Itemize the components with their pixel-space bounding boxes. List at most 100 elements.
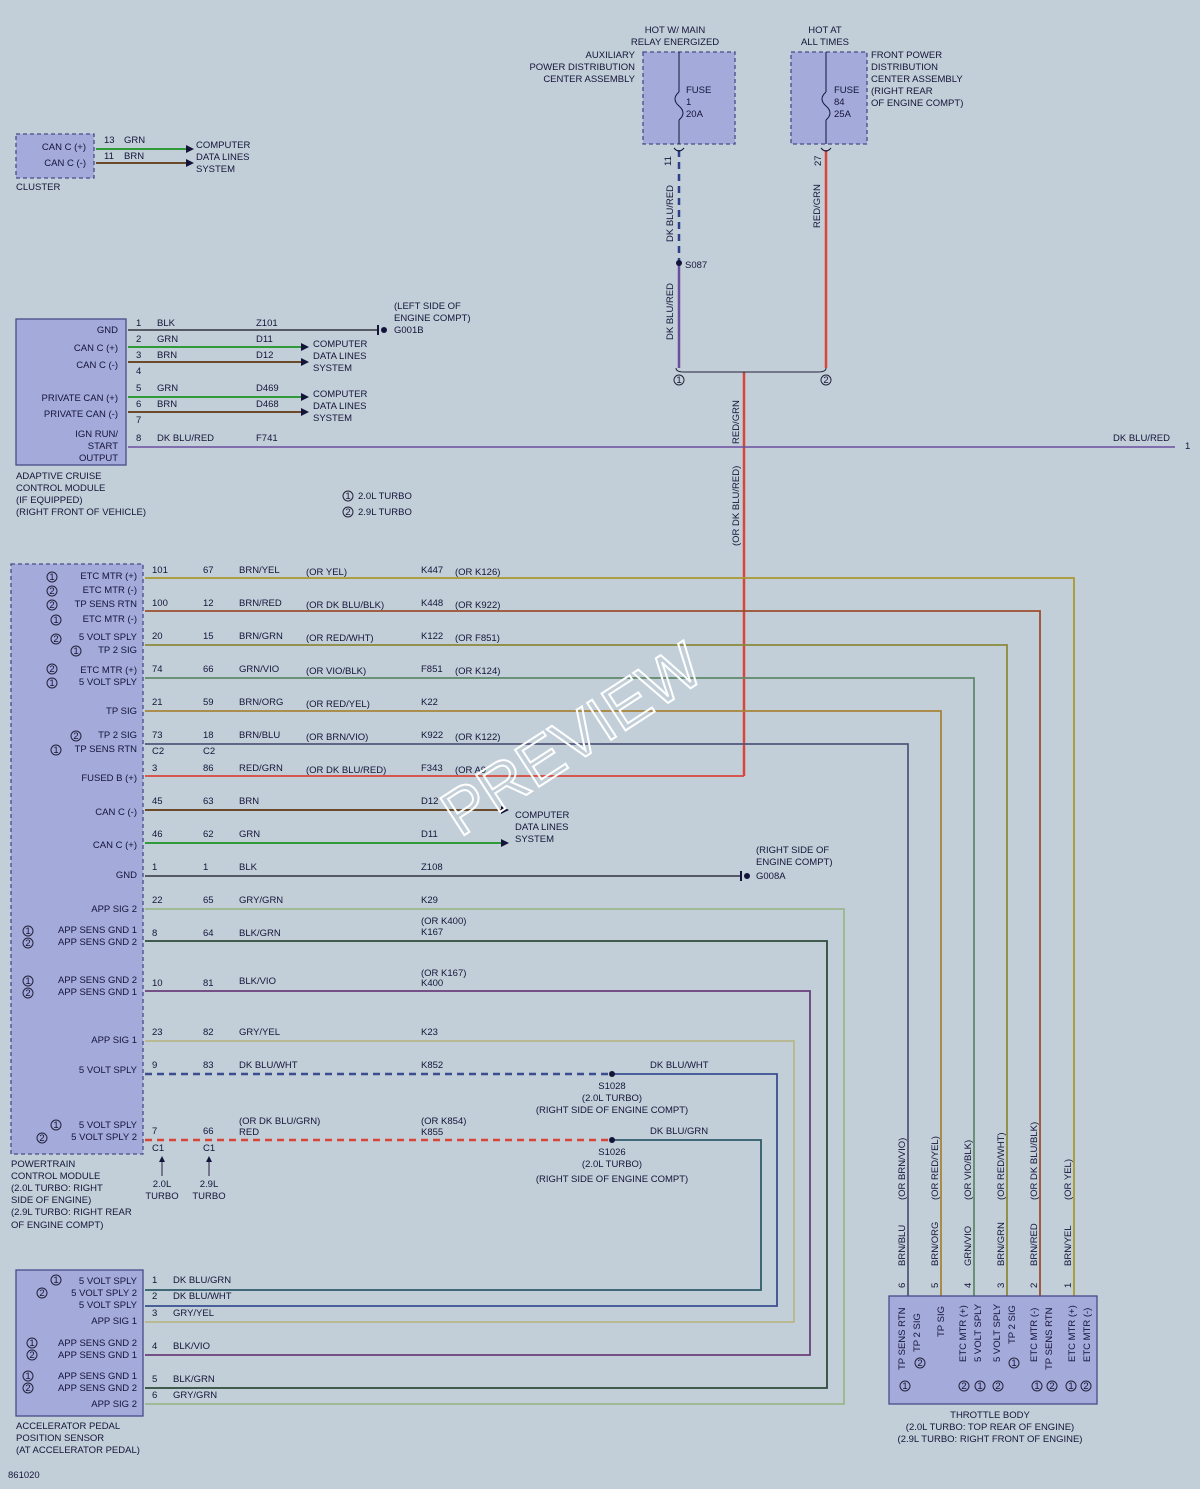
svg-text:66: 66 bbox=[203, 664, 214, 675]
splice-s1028-label: S1028 bbox=[598, 1081, 625, 1092]
fuse1-label-c: 20A bbox=[686, 109, 704, 120]
pcm-row-14: 23 82 GRY/YEL K23 bbox=[152, 1027, 438, 1038]
tb-pin-5v-sply: 5 VOLT SPLY bbox=[973, 1303, 984, 1362]
connector-cav27-icon bbox=[820, 147, 832, 152]
svg-text:(OR F851): (OR F851) bbox=[455, 633, 500, 644]
wire-pcm-tb-brnblu bbox=[145, 743, 909, 1296]
pcm-row-1: 101 67 BRN/YEL (OR YEL) K447 (OR K126) bbox=[152, 565, 500, 578]
wire-label-dkblured-lower: DK BLU/RED bbox=[665, 283, 676, 340]
svg-text:82: 82 bbox=[203, 1027, 214, 1038]
pcm-row-3: 20 15 BRN/GRN (OR RED/WHT) K122 (OR F851… bbox=[152, 631, 500, 644]
connector-c1-label-2: C1 bbox=[203, 1143, 215, 1154]
pcm-pin-tp-sens-rtn: TP SENS RTN bbox=[75, 599, 138, 610]
svg-text:2: 2 bbox=[25, 988, 30, 999]
svg-text:BRN/RED: BRN/RED bbox=[239, 598, 282, 609]
svg-text:2: 2 bbox=[49, 586, 54, 597]
legend-label-2: 2.9L TURBO bbox=[358, 507, 412, 518]
svg-text:(OR BRN/VIO): (OR BRN/VIO) bbox=[897, 1138, 908, 1200]
svg-text:4: 4 bbox=[152, 1341, 157, 1352]
svg-text:6: 6 bbox=[152, 1390, 157, 1401]
pcm-pin-etc-mtr-pos: ETC MTR (+) bbox=[80, 571, 137, 582]
svg-text:(OR YEL): (OR YEL) bbox=[306, 567, 347, 578]
svg-text:1: 1 bbox=[152, 862, 157, 873]
pcm-pin-tp2-sig: TP 2 SIG bbox=[98, 645, 137, 656]
connector-cav11-icon bbox=[673, 147, 685, 152]
svg-text:DK BLU/GRN: DK BLU/GRN bbox=[173, 1275, 231, 1286]
aux-pdc-label-2: POWER DISTRIBUTION bbox=[529, 62, 635, 73]
svg-text:2: 2 bbox=[1083, 1381, 1088, 1392]
svg-text:2: 2 bbox=[345, 507, 350, 518]
svg-text:GRY/YEL: GRY/YEL bbox=[239, 1027, 280, 1038]
svg-text:9: 9 bbox=[152, 1060, 157, 1071]
hot-main-label-2: RELAY ENERGIZED bbox=[631, 37, 719, 48]
svg-text:(OR YEL): (OR YEL) bbox=[1063, 1159, 1074, 1200]
svg-text:(OR DK BLU/RED): (OR DK BLU/RED) bbox=[306, 765, 386, 776]
acc-circuit-d468: D468 bbox=[256, 399, 279, 410]
cluster-wire-grn: GRN bbox=[124, 135, 145, 146]
svg-text:(OR RED/WHT): (OR RED/WHT) bbox=[996, 1132, 1007, 1200]
svg-text:2: 2 bbox=[49, 664, 54, 675]
pcm-row-6: 73 18 BRN/BLU (OR BRN/VIO) K922 (OR K122… bbox=[152, 730, 500, 743]
svg-text:46: 46 bbox=[152, 829, 163, 840]
app-label-1: ACCELERATOR PEDAL bbox=[16, 1421, 120, 1432]
svg-text:2: 2 bbox=[73, 731, 78, 742]
app-pin-app-sig-2: APP SIG 2 bbox=[91, 1399, 137, 1410]
acc-pin-gnd: GND bbox=[97, 325, 118, 336]
svg-text:5: 5 bbox=[152, 1374, 157, 1385]
svg-text:GRY/GRN: GRY/GRN bbox=[239, 895, 283, 906]
svg-text:18: 18 bbox=[203, 730, 214, 741]
pcm-row-8: 45 63 BRN D12 bbox=[152, 796, 438, 807]
svg-text:83: 83 bbox=[203, 1060, 214, 1071]
tb-label-2: (2.0L TURBO: TOP REAR OF ENGINE) bbox=[906, 1422, 1074, 1433]
svg-text:65: 65 bbox=[203, 895, 214, 906]
svg-text:GRY/YEL: GRY/YEL bbox=[173, 1308, 214, 1319]
svg-text:2: 2 bbox=[29, 1350, 34, 1361]
svg-text:2: 2 bbox=[39, 1133, 44, 1144]
pcm-pin-5v-sply: 5 VOLT SPLY bbox=[79, 632, 138, 643]
svg-text:BRN/GRN: BRN/GRN bbox=[239, 631, 283, 642]
svg-text:12: 12 bbox=[203, 598, 214, 609]
fuse1-label-a: FUSE bbox=[686, 85, 711, 96]
svg-text:73: 73 bbox=[152, 730, 163, 741]
svg-text:DK BLU/WHT: DK BLU/WHT bbox=[239, 1060, 298, 1071]
tb-pin-etc-mtr-neg-2: ETC MTR (-) bbox=[1082, 1308, 1093, 1362]
g001b-location-2: ENGINE COMPT) bbox=[394, 313, 471, 324]
fuse84-label-c: 25A bbox=[834, 109, 852, 120]
app-label-3: (AT ACCELERATOR PEDAL) bbox=[16, 1445, 140, 1456]
legend-label-1: 2.0L TURBO bbox=[358, 491, 412, 502]
svg-text:K22: K22 bbox=[421, 697, 438, 708]
svg-text:K922: K922 bbox=[421, 730, 443, 741]
svg-text:1: 1 bbox=[25, 976, 30, 987]
tb-label-3: (2.9L TURBO: RIGHT FRONT OF ENGINE) bbox=[898, 1434, 1083, 1445]
wire-pcm-app-grygrn bbox=[145, 908, 845, 1405]
pcm-pin-app-sens-gnd-2: APP SENS GND 2 bbox=[58, 937, 137, 948]
svg-text:7: 7 bbox=[152, 1126, 157, 1137]
front-pdc-box bbox=[790, 51, 868, 145]
svg-text:2: 2 bbox=[823, 375, 828, 386]
acc-circuit-z101: Z101 bbox=[256, 318, 278, 329]
svg-text:(OR K126): (OR K126) bbox=[455, 567, 500, 578]
tb-pin-etc-mtr-pos-2: ETC MTR (+) bbox=[1067, 1305, 1078, 1362]
svg-text:59: 59 bbox=[203, 697, 214, 708]
svg-text:K23: K23 bbox=[421, 1027, 438, 1038]
tb-pin-tp-sens-rtn-2: TP SENS RTN bbox=[1044, 1307, 1055, 1370]
svg-text:1: 1 bbox=[1063, 1283, 1074, 1288]
svg-text:D11: D11 bbox=[421, 829, 438, 840]
s1026-wire-dkblugrn: DK BLU/GRN bbox=[650, 1126, 708, 1137]
acc-circuit-d12: D12 bbox=[256, 350, 273, 361]
acc-cav-3: 3 bbox=[136, 350, 141, 361]
cluster-box bbox=[15, 133, 95, 179]
svg-text:BLK/GRN: BLK/GRN bbox=[239, 928, 281, 939]
svg-text:1: 1 bbox=[1068, 1381, 1073, 1392]
pcm-pin-canc-neg: CAN C (-) bbox=[95, 807, 137, 818]
acc-wire-brn-2: BRN bbox=[157, 399, 177, 410]
cavity-11-label: 11 bbox=[663, 156, 674, 166]
pcm-row-10: 1 1 BLK Z108 bbox=[152, 862, 443, 873]
legend-marker-2-icon: 2 bbox=[342, 506, 354, 518]
tb-variant-markers: 1 2 2 1 2 1 1 2 1 2 bbox=[899, 1357, 1092, 1392]
splice-s1028-icon bbox=[609, 1071, 615, 1077]
acc-label-3: (IF EQUIPPED) bbox=[16, 495, 83, 506]
svg-text:K447: K447 bbox=[421, 565, 443, 576]
